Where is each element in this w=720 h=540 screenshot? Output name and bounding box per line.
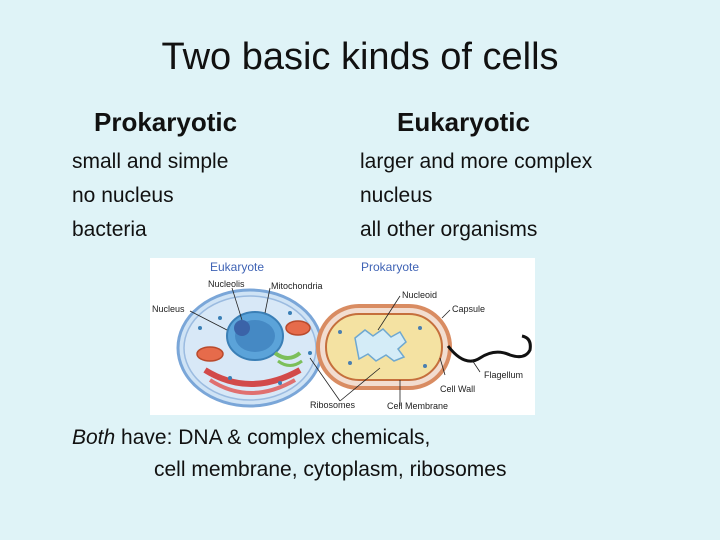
prokaryotic-heading: Prokaryotic [94,107,238,137]
prokaryote-cell [316,304,532,390]
label-nucleolis: Nucleolis [208,279,245,289]
label-cell-wall: Cell Wall [440,384,475,394]
slide-title: Two basic kinds of cells [161,36,559,78]
list-item: all other organisms [360,218,538,241]
summary-line-1-rest: have: DNA & complex chemicals, [115,426,431,449]
label-nucleoid: Nucleoid [402,290,437,300]
eukaryotic-list: larger and more complex nucleus all othe… [360,145,592,247]
eukaryote-title: Eukaryote [210,260,264,274]
flagellum-shape [446,334,532,363]
both-emphasis: Both [72,426,116,449]
eukaryote-cell [176,288,324,408]
list-item: larger and more complex [360,150,593,173]
mitochondrion-shape [196,346,224,362]
label-mitochondria: Mitochondria [271,281,323,291]
list-item: bacteria [72,218,147,241]
eukaryotic-heading: Eukaryotic [397,107,530,137]
prokaryotic-list: small and simple no nucleus bacteria [72,145,228,247]
label-cell-membrane: Cell Membrane [387,401,448,411]
cell-diagram-svg: Eukaryote Prokaryote Nucleolis Mitochond… [152,260,532,411]
prokaryote-title: Prokaryote [361,260,419,274]
nucleoid-shape [354,328,407,362]
list-item: no nucleus [72,184,174,207]
list-item: nucleus [360,184,433,207]
label-ribosomes: Ribosomes [310,400,356,410]
label-flagellum: Flagellum [484,370,523,380]
label-capsule: Capsule [452,304,485,314]
summary-text: Both have: DNA & complex chemicals, cell… [72,422,506,486]
list-item: small and simple [72,150,229,173]
label-nucleus: Nucleus [152,304,185,314]
summary-line-1: Both have: DNA & complex chemicals, [72,422,506,454]
cell-diagram: Eukaryote Prokaryote Nucleolis Mitochond… [150,258,535,415]
summary-line-2: cell membrane, cytoplasm, ribosomes [154,458,507,481]
